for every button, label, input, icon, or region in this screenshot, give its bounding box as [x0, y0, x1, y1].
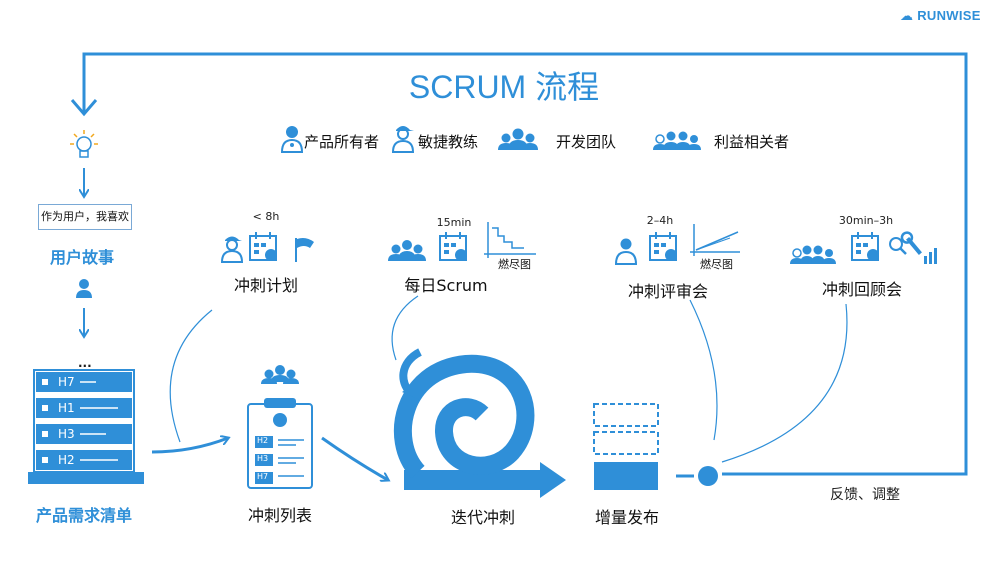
product-backlog-label: 产品需求清单 — [36, 506, 133, 525]
phase-label-daily-scrum: 每日Scrum — [404, 276, 488, 295]
bulb-icon — [70, 130, 98, 158]
arrow-to-sprint-backlog — [151, 438, 228, 454]
phase-time: 30min–3h — [838, 214, 894, 227]
burndown-label: 燃尽图 — [498, 258, 531, 271]
sprint-backlog-item: H7 — [257, 472, 269, 481]
phase-time: 2–4h — [646, 214, 674, 227]
user-story-card: 作为用户，我喜欢 — [38, 204, 132, 230]
team-icon — [261, 365, 299, 384]
arrow-to-sprint — [321, 436, 388, 480]
role-scrum-master: 敏捷教练 — [418, 133, 479, 151]
clipboard-icon — [247, 398, 313, 489]
user-story-label: 用户故事 — [50, 248, 115, 267]
page-title: SCRUM 流程 — [408, 69, 600, 105]
sprint-backlog-item: H3 — [257, 454, 269, 463]
role-stakeholders: 利益相关者 — [714, 133, 790, 151]
feedback-node — [698, 466, 718, 486]
retro-link — [721, 303, 848, 463]
phase-label-retrospective: 冲刺回顾会 — [821, 280, 902, 299]
sprint-cycle-icon — [393, 348, 566, 498]
sprint-backlog-label: 冲刺列表 — [247, 506, 312, 525]
backlog-item: H3 — [58, 427, 75, 441]
feedback-label: 反馈、调整 — [830, 487, 900, 503]
daily-link — [391, 295, 419, 361]
role-product-owner: 产品所有者 — [304, 133, 380, 151]
burndown-label: 燃尽图 — [700, 258, 733, 271]
backlog-item: H7 — [58, 375, 75, 389]
phase-label-planning: 冲刺计划 — [233, 276, 298, 295]
planning-link — [169, 309, 213, 443]
phase-label-review: 冲刺评审会 — [627, 282, 708, 301]
sprint-backlog-item: H2 — [257, 436, 269, 445]
feedback-loop-line — [82, 52, 968, 476]
person-icon — [76, 279, 92, 298]
phase-time: 15min — [436, 216, 472, 229]
sprint-label: 迭代冲刺 — [450, 508, 515, 527]
increment-stack — [593, 403, 659, 490]
brand-name: RUNWISE — [917, 8, 981, 23]
product-backlog-stack — [28, 369, 144, 484]
role-dev-team: 开发团队 — [556, 133, 617, 151]
phase-time: < 8h — [252, 210, 280, 223]
cloud-icon: ☁ — [900, 8, 914, 23]
review-link — [689, 299, 718, 441]
backlog-more-dots: ... — [78, 356, 92, 370]
brand-logo: ☁ RUNWISE — [900, 8, 981, 24]
increment-label: 增量发布 — [594, 508, 659, 527]
feedback-loop-arrowhead — [70, 99, 98, 117]
backlog-item: H1 — [58, 401, 75, 415]
backlog-item: H2 — [58, 453, 75, 467]
